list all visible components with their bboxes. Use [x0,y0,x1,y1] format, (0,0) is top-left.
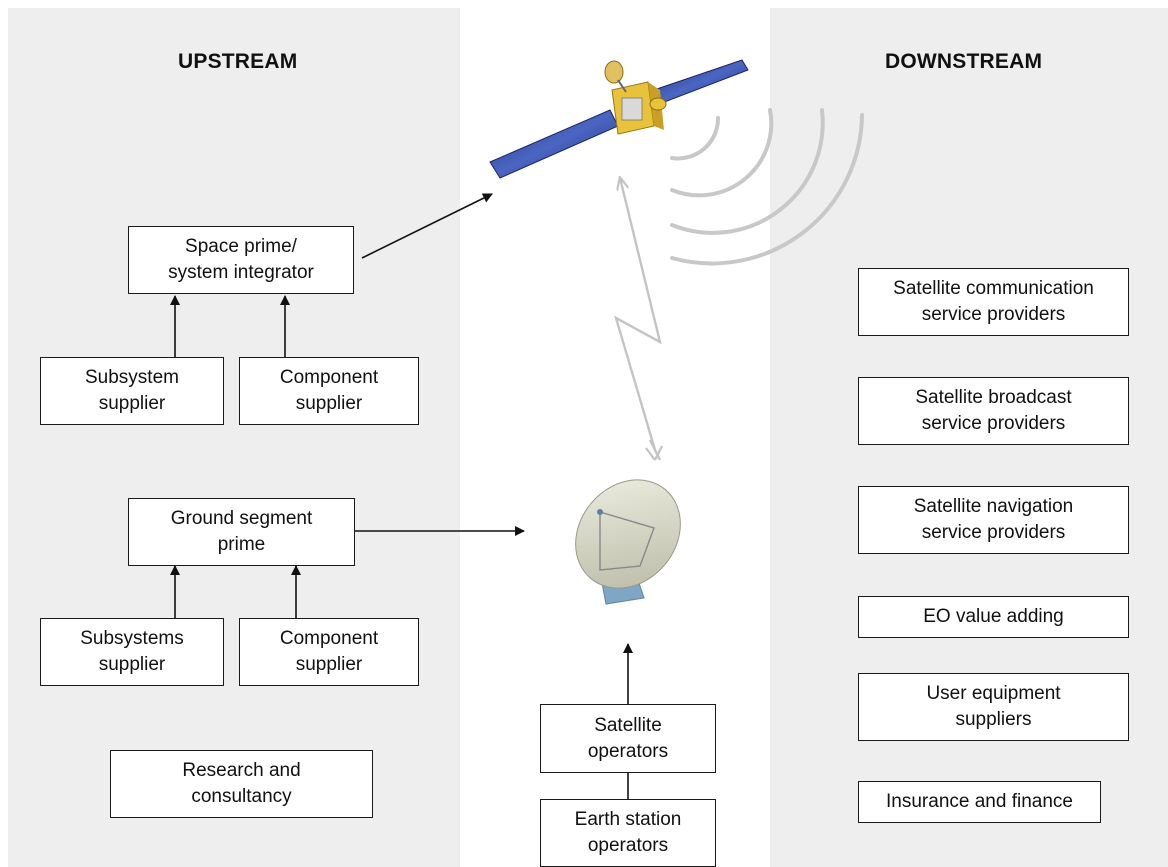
component-supplier-ground-box: Component supplier [239,618,419,686]
research-consultancy-label: Research and consultancy [182,760,301,807]
earth-station-operators-label: Earth station operators [574,809,682,856]
downstream-item-label: User equipment suppliers [926,683,1061,730]
subsystem-supplier-label: Subsystem supplier [85,367,179,414]
ground-station-dish-icon [575,479,681,605]
upstream-panel [8,8,460,867]
downstream-item: Satellite broadcast service providers [858,377,1129,445]
downstream-item-label: Satellite broadcast service providers [915,387,1072,434]
connector-arrows [170,193,633,799]
satellite-ground-link [614,178,662,451]
satellite-operators-label: Satellite operators [587,714,669,762]
downstream-item: User equipment suppliers [858,673,1129,741]
downstream-item: Insurance and finance [858,781,1101,823]
downstream-item-label: Satellite navigation service providers [913,496,1074,543]
ground-segment-prime-label: Ground segment prime [170,508,313,555]
earth-station-operators-box: Earth station operators [540,799,716,867]
downstream-item: EO value adding [858,596,1129,638]
upstream-heading: UPSTREAM [178,50,298,73]
downstream-item-label: Satellite communication service provider… [893,278,1094,325]
subsystems-supplier-label: Subsystems supplier [80,628,184,675]
satellite-operators-box: Satellite operators [540,704,716,773]
downstream-item-label: EO value adding [923,606,1064,627]
subsystems-supplier-box: Subsystems supplier [40,618,224,686]
downstream-heading: DOWNSTREAM [885,50,1043,73]
downstream-item-label: Insurance and finance [886,791,1073,812]
subsystem-supplier-box: Subsystem supplier [40,357,224,425]
ground-segment-prime-box: Ground segment prime [128,498,355,566]
signal-waves [670,108,864,266]
downstream-item: Satellite navigation service providers [858,486,1129,554]
space-prime-box: Space prime/ system integrator [128,226,354,294]
downstream-item: Satellite communication service provider… [858,268,1129,336]
component-supplier-ground-label: Component supplier [279,628,379,675]
space-prime-label: Space prime/ system integrator [168,236,314,283]
component-supplier-space-label: Component supplier [279,367,379,414]
research-consultancy-box: Research and consultancy [110,750,373,818]
component-supplier-space-box: Component supplier [239,357,419,425]
satellite-icon [489,59,749,179]
